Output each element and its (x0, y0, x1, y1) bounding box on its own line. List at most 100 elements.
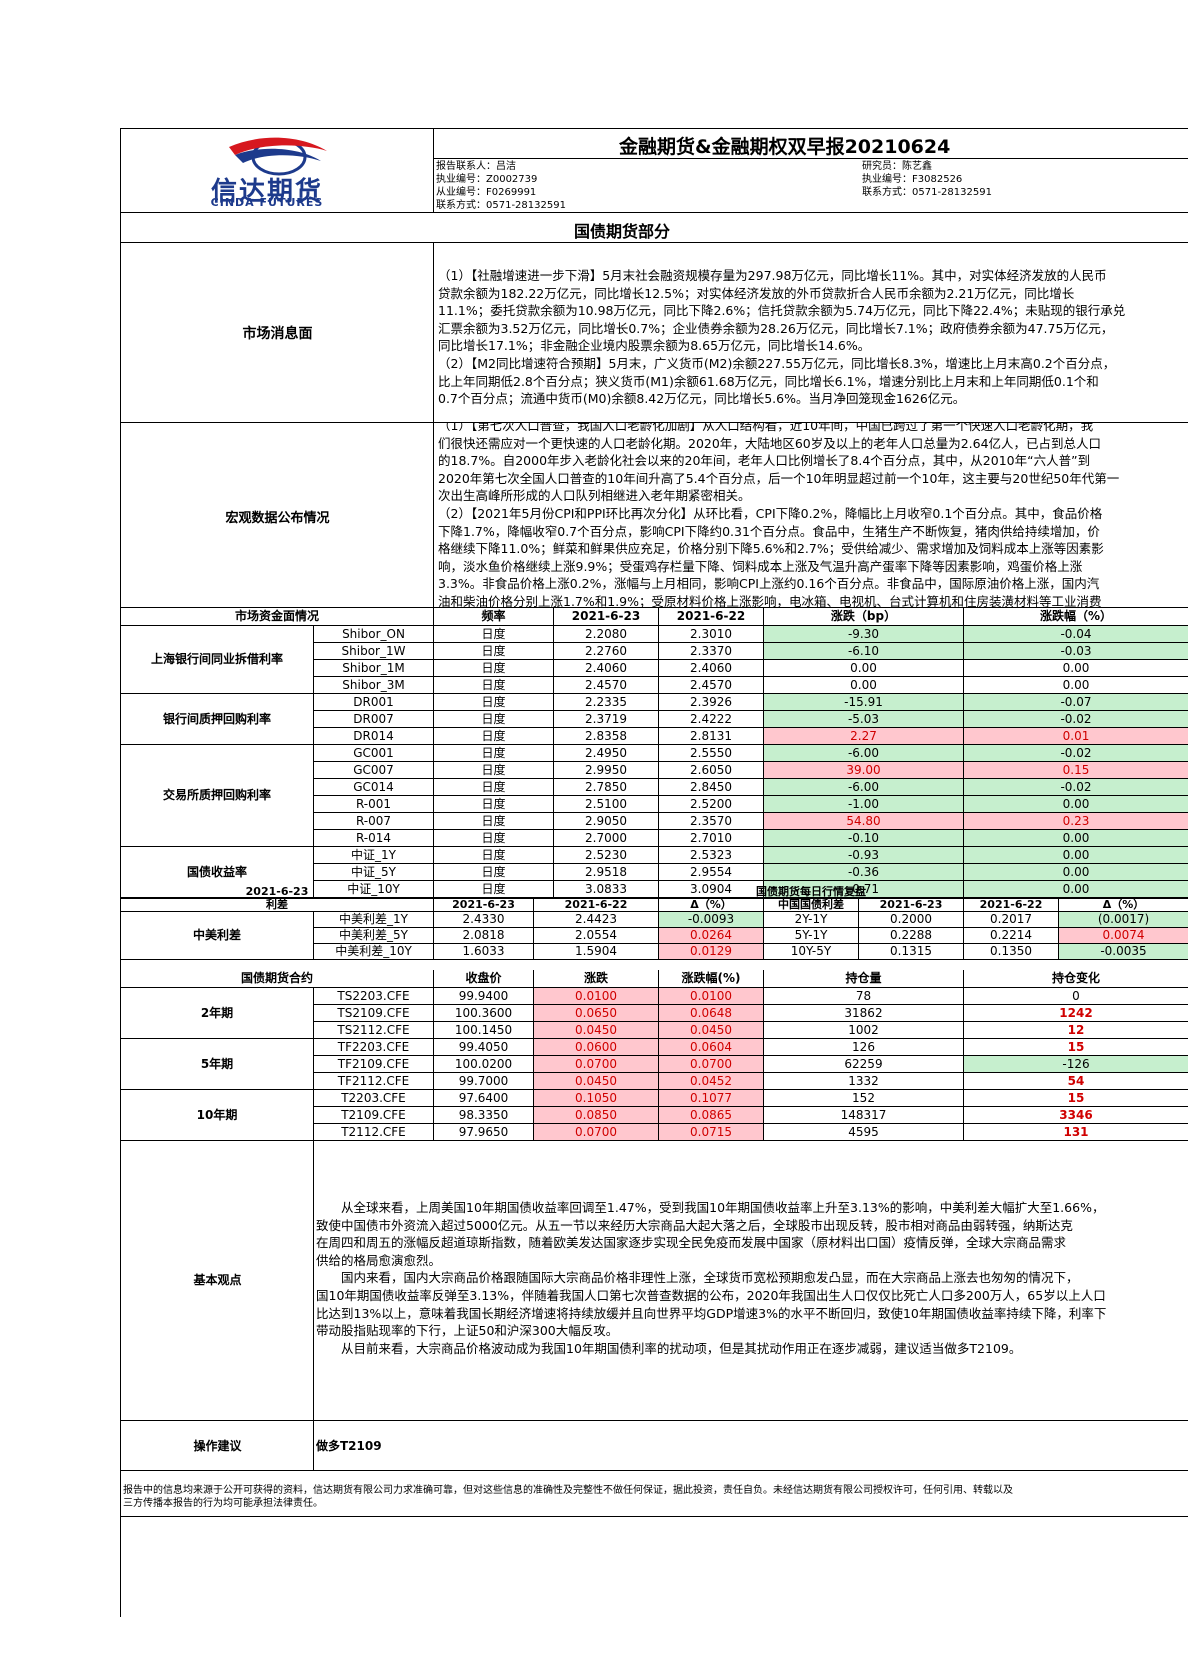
futures-oi-change: 3346 (964, 1107, 1188, 1124)
futures-change: 0.0450 (534, 1022, 659, 1039)
macro-line: （1）【第七次人口普查，我国人口老龄化加剧】从人口结构看，近10年间，中国已跨过… (438, 423, 1094, 433)
futures-code: T2109.CFE (314, 1107, 434, 1124)
spread-group-label: 中美利差 (121, 912, 314, 960)
view-label-cell: 基本观点 (121, 1141, 314, 1421)
disclaimer-line: 报告中的信息均来源于公开可获得的资料，信达期货有限公司力求准确可靠，但对这些信息… (123, 1485, 1013, 1496)
money-row-d2: 3.0904 (659, 881, 764, 898)
money-row-pct: -0.04 (964, 626, 1188, 643)
futures-code: TF2203.CFE (314, 1039, 434, 1056)
cn-spread-delta: -0.0035 (1059, 944, 1188, 960)
money-row-freq: 日度 (434, 728, 554, 745)
view-line: 国10年期国债收益率反弹至3.13%，伴随着我国人口第七次普查数据的公布，202… (316, 1287, 1106, 1303)
spread-header: 利差 (121, 899, 434, 912)
futures-code: T2203.CFE (314, 1090, 434, 1107)
disclaimer-line: 三方传播本报告的行为均可能承担法律责任。 (123, 1498, 323, 1509)
money-row-pct: 0.00 (964, 796, 1188, 813)
money-row-d1: 2.2760 (554, 643, 659, 660)
money-row-label: R-001 (314, 796, 434, 813)
money-row-label: 中证_1Y (314, 847, 434, 864)
news-line: （2）【M2同比增速符合预期】5月末，广义货币(M2)余额227.55万亿元，同… (438, 355, 1116, 371)
spread-header: Δ（%） (659, 899, 764, 912)
futures-oi: 126 (764, 1039, 964, 1056)
spread-row-delta: 0.0264 (659, 928, 764, 944)
money-row-pct: 0.00 (964, 847, 1188, 864)
money-row-freq: 日度 (434, 779, 554, 796)
money-row-d1: 2.7850 (554, 779, 659, 796)
money-row-change: -0.36 (764, 864, 964, 881)
money-row-freq: 日度 (434, 626, 554, 643)
futures-oi-change: 15 (964, 1039, 1188, 1056)
view-line: 带动股指贴现率的下行，上证50和沪深300大幅反攻。 (316, 1323, 619, 1339)
money-row-pct: 0.00 (964, 830, 1188, 847)
contact-right: 研究员：陈艺鑫 执业编号：F3082526 联系方式：0571-28132591 (862, 160, 992, 199)
section-title-cell: 国债期货部分 (121, 213, 1188, 243)
money-row-label: DR001 (314, 694, 434, 711)
spread-row-label: 中美利差_5Y (314, 928, 434, 944)
money-row-change: 39.00 (764, 762, 964, 779)
money-row-pct: -0.07 (964, 694, 1188, 711)
futures-pct: 0.1077 (659, 1090, 764, 1107)
money-row-freq: 日度 (434, 694, 554, 711)
macro-label: 宏观数据公布情况 (225, 511, 330, 526)
macro-text: （1）【第七次人口普查，我国人口老龄化加剧】从人口结构看，近10年间，中国已跨过… (438, 423, 1119, 607)
spread-header: 2021-6-22 (534, 899, 659, 912)
news-line: （1）【社融增速进一步下滑】5月末社会融资规模存量为297.98万亿元，同比增长… (438, 268, 1107, 283)
money-header: 2021-6-23 (554, 608, 659, 626)
futures-code: TF2109.CFE (314, 1056, 434, 1073)
spread-row-label: 中美利差_10Y (314, 944, 434, 960)
money-row-pct: -0.02 (964, 779, 1188, 796)
view-text-cell: 从全球来看，上周美国10年期国债收益率回调至1.47%，受到我国10年期国债收益… (314, 1141, 1188, 1421)
futures-oi-change: 131 (964, 1124, 1188, 1141)
cn-spread-label: 5Y-1Y (764, 928, 859, 944)
spread-row-d1: 1.6033 (434, 944, 534, 960)
news-line: 比上年同期低2.8个百分点；狭义货币(M1)余额61.68万亿元，同比增长6.1… (438, 373, 1099, 389)
money-row-change: -6.00 (764, 745, 964, 762)
money-row-change: -0.71 (764, 881, 964, 898)
macro-line: 3.3%。非食品价格上涨0.2%，涨幅与上月相同，影响CPI上涨约0.16个百分… (438, 576, 1100, 592)
futures-pct: 0.0700 (659, 1056, 764, 1073)
futures-change: 0.0700 (534, 1056, 659, 1073)
money-row-pct: 0.00 (964, 660, 1188, 677)
money-group-label: 上海银行间同业拆借利率 (121, 626, 314, 694)
money-row-d1: 2.7000 (554, 830, 659, 847)
money-row-freq: 日度 (434, 847, 554, 864)
money-row-change: 0.00 (764, 677, 964, 694)
money-row-label: Shibor_1W (314, 643, 434, 660)
view-line: 从目前来看，大宗商品价格波动成为我国10年期国债利率的扰动项，但是其扰动作用正在… (316, 1340, 1022, 1356)
spread-row-delta: -0.0093 (659, 912, 764, 928)
money-row-d2: 2.5323 (659, 847, 764, 864)
futures-oi-change: 15 (964, 1090, 1188, 1107)
spread-row-d2: 2.4423 (534, 912, 659, 928)
cn-spread-d2: 0.1350 (964, 944, 1059, 960)
money-row-d2: 2.4570 (659, 677, 764, 694)
money-row-d1: 3.0833 (554, 881, 659, 898)
money-row-label: Shibor_ON (314, 626, 434, 643)
money-group-label: 国债收益率 (121, 847, 314, 898)
money-row-freq: 日度 (434, 677, 554, 694)
money-row-d2: 2.4060 (659, 660, 764, 677)
money-row-label: DR014 (314, 728, 434, 745)
news-line: 汇票余额为3.52万亿元，同比增长0.7%；企业债券余额为28.26万亿元，同比… (438, 320, 1114, 336)
money-row-change: -0.10 (764, 830, 964, 847)
futures-code: TS2109.CFE (314, 1005, 434, 1022)
contact-left-line: 联系方式：0571-28132591 (436, 200, 566, 211)
spread-row-d1: 2.0818 (434, 928, 534, 944)
money-row-freq: 日度 (434, 660, 554, 677)
news-label-cell: 市场消息面 (121, 243, 434, 423)
futures-change: 0.0100 (534, 988, 659, 1005)
money-row-pct: 0.00 (964, 881, 1188, 898)
news-label: 市场消息面 (242, 326, 313, 342)
spread-header: 2021-6-22 (964, 899, 1059, 912)
spread-header: 2021-6-23 (859, 899, 964, 912)
money-row-d1: 2.3719 (554, 711, 659, 728)
cn-spread-d1: 0.2000 (859, 912, 964, 928)
futures-code: TS2112.CFE (314, 1022, 434, 1039)
cn-spread-delta: 0.0074 (1059, 928, 1188, 944)
money-row-label: GC001 (314, 745, 434, 762)
money-row-freq: 日度 (434, 711, 554, 728)
macro-line: （2）【2021年5月份CPI和PPI环比再次分化】从环比看，CPI下降0.2%… (438, 505, 1103, 521)
cn-spread-d2: 0.2017 (964, 912, 1059, 928)
futures-pct: 0.0715 (659, 1124, 764, 1141)
futures-pct: 0.0604 (659, 1039, 764, 1056)
money-row-label: DR007 (314, 711, 434, 728)
